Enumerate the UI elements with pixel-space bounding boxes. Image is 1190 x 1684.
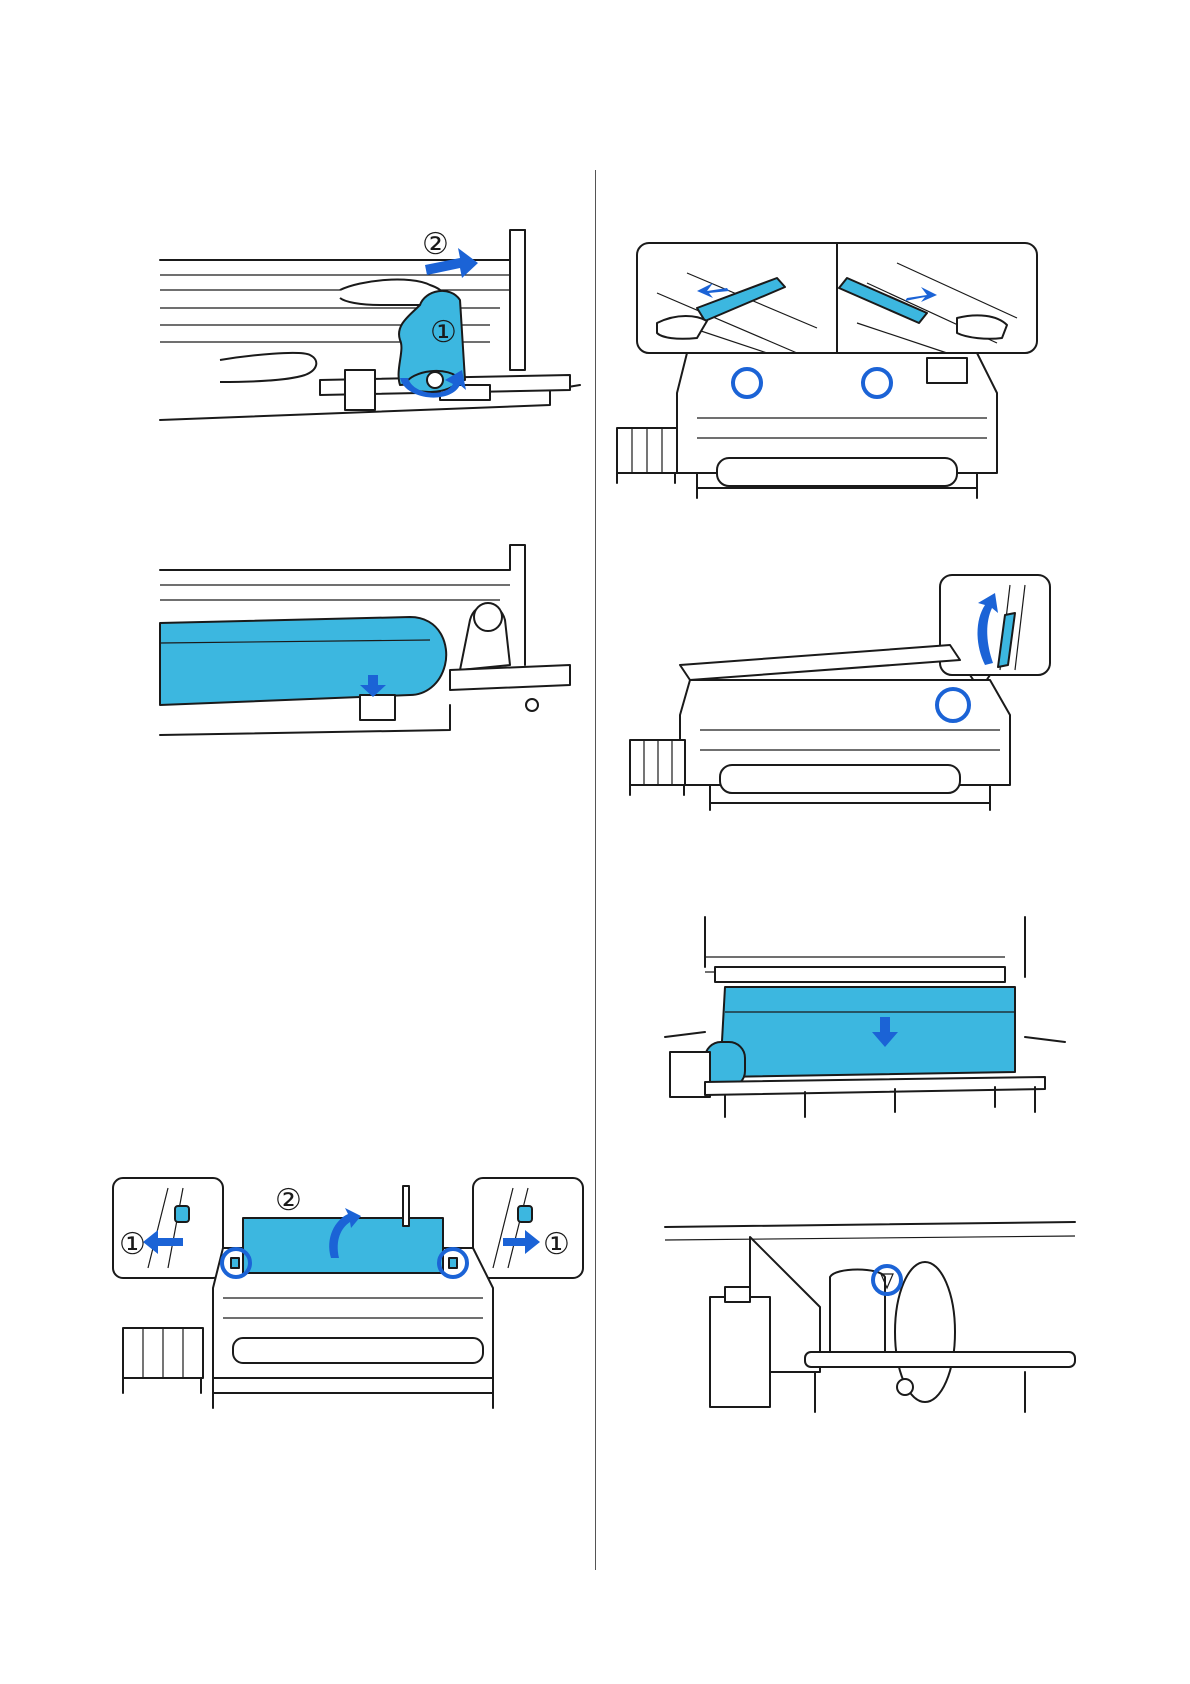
figure-remove-holder: ② ①	[160, 230, 580, 430]
column-divider	[595, 170, 596, 1570]
figure-load-lever	[630, 575, 1090, 815]
step-label-1-right: ①	[543, 1227, 570, 1262]
step-label-2: ②	[422, 227, 449, 262]
figure-roll-core	[665, 1222, 1075, 1412]
step-label-1-left: ①	[119, 1227, 146, 1262]
figure-media-down	[665, 917, 1075, 1132]
step-label-1: ①	[430, 315, 457, 350]
figure-media-roll	[160, 545, 580, 740]
step-label-2: ②	[275, 1183, 302, 1218]
figure-lift-media: ① ① ②	[113, 1178, 583, 1418]
figure-edge-plates	[617, 243, 1077, 533]
